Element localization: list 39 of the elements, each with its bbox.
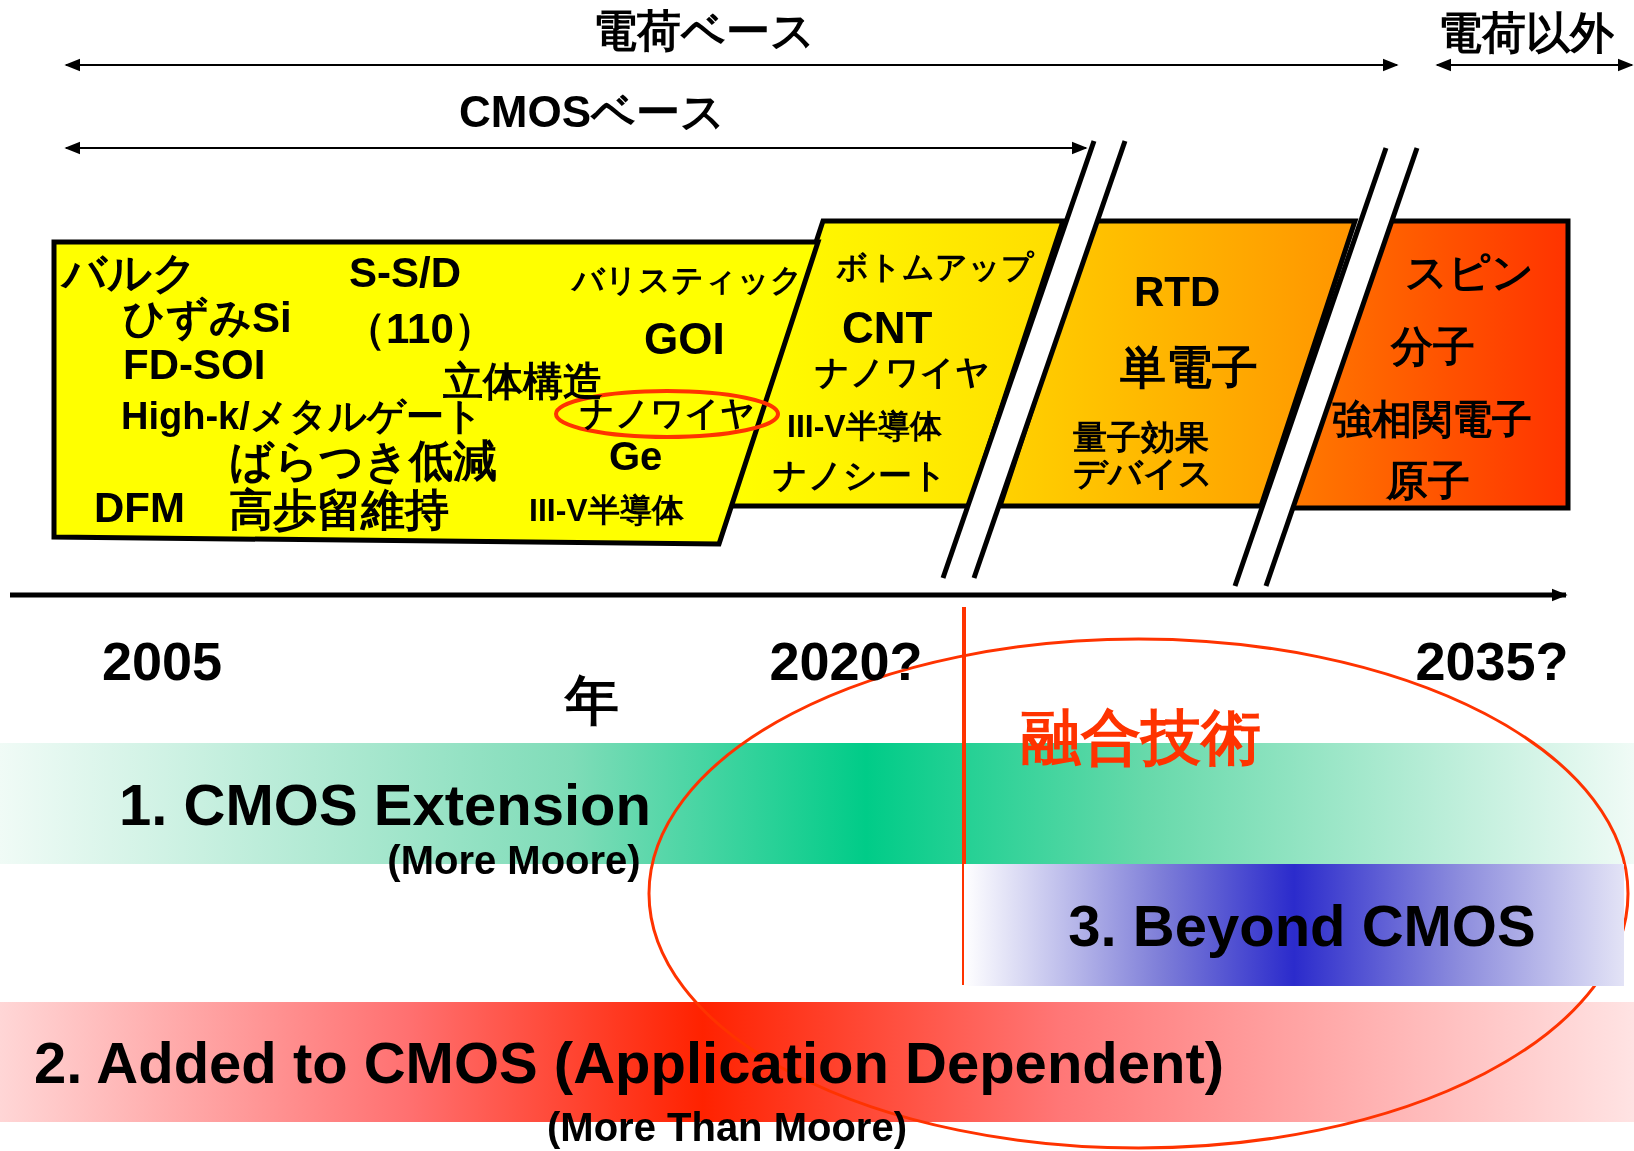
- technology-label: S-S/D: [349, 250, 461, 296]
- technology-label: ひずみSi: [123, 295, 292, 341]
- technology-label: DFM: [94, 485, 185, 531]
- technology-label: RTD: [1134, 269, 1221, 315]
- year-label: 2020?: [769, 632, 923, 692]
- technology-label: スピン: [1405, 250, 1534, 296]
- technology-label: ばらつき低減: [229, 437, 497, 485]
- band-title: 3. Beyond CMOS: [1068, 895, 1536, 957]
- technology-label: III-V半導体: [787, 410, 942, 444]
- span-label: CMOSベース: [459, 87, 725, 137]
- technology-label: 分子: [1391, 324, 1475, 370]
- technology-label: High-k/メタルゲート: [121, 397, 483, 437]
- technology-label: 強相関電子: [1332, 398, 1532, 440]
- technology-label: III-V半導体: [529, 494, 684, 528]
- technology-label: ナノワイヤ: [815, 355, 990, 391]
- year-label: 2005: [101, 632, 223, 692]
- roadmap-band: [964, 864, 1624, 986]
- roadmap-band: [0, 1002, 1634, 1151]
- band-title: (More Moore): [387, 839, 641, 881]
- technology-label: バルク: [62, 249, 197, 297]
- technology-label: 量子効果デバイス: [1073, 420, 1214, 492]
- year-label: 2035?: [1415, 632, 1569, 692]
- technology-label: ボトムアップ: [836, 251, 1034, 285]
- band-title: 2. Added to CMOS (Application Dependent): [34, 1032, 1225, 1094]
- technology-label: ナノシート: [773, 458, 947, 494]
- technology-label: FD-SOI: [123, 342, 266, 388]
- technology-label: バリスティック: [572, 264, 803, 298]
- technology-label: （110）: [344, 306, 496, 352]
- span-label: 電荷ベース: [593, 6, 815, 56]
- technology-label: 高歩留維持: [229, 486, 449, 534]
- technology-label: 単電子: [1120, 342, 1258, 392]
- band-title: 1. CMOS Extension: [119, 774, 651, 836]
- technology-label: CNT: [842, 304, 933, 352]
- span-label: 電荷以外: [1438, 8, 1614, 58]
- axis-label: 年: [565, 671, 619, 731]
- technology-label: Ge: [609, 435, 663, 477]
- roadmap-panel: [1292, 219, 1570, 510]
- technology-label: GOI: [644, 315, 725, 363]
- technology-label: 原子: [1386, 458, 1470, 504]
